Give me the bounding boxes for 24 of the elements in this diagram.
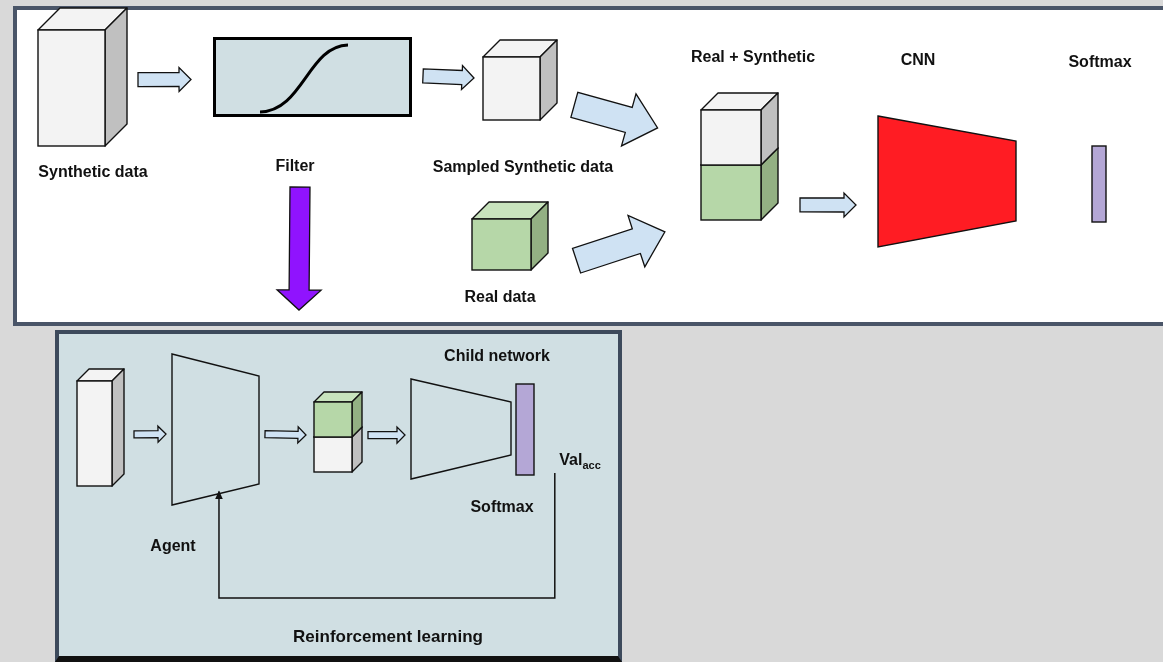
node-label: Agent: [150, 537, 196, 555]
block-arrow: [264, 425, 307, 445]
block-arrow: [799, 191, 857, 219]
block-arrow: [137, 65, 192, 94]
block-arrow: [570, 91, 659, 148]
panel: [13, 6, 1163, 326]
node-label: Real + Synthetic: [691, 48, 815, 66]
block-arrow: [367, 425, 406, 445]
feedback-arrow: [215, 472, 556, 599]
column-label: Softmax: [1068, 53, 1132, 71]
panel-title: Reinforcement learning: [293, 627, 483, 647]
node-label: Synthetic data: [38, 163, 148, 181]
block-arrow: [571, 214, 666, 274]
node-label: Child network: [444, 347, 550, 365]
value-label: Val$_{acc}$: [559, 450, 601, 472]
node-label: Filter: [275, 157, 315, 175]
node-label: Real data: [464, 288, 536, 306]
block-arrow: [133, 424, 167, 444]
node-label: CNN: [900, 51, 936, 69]
node-label: Softmax: [470, 498, 534, 516]
block-arrow: [422, 63, 475, 92]
block-arrow: [275, 186, 323, 311]
node-label: Sampled Synthetic data: [432, 158, 614, 176]
panel: [55, 330, 622, 662]
